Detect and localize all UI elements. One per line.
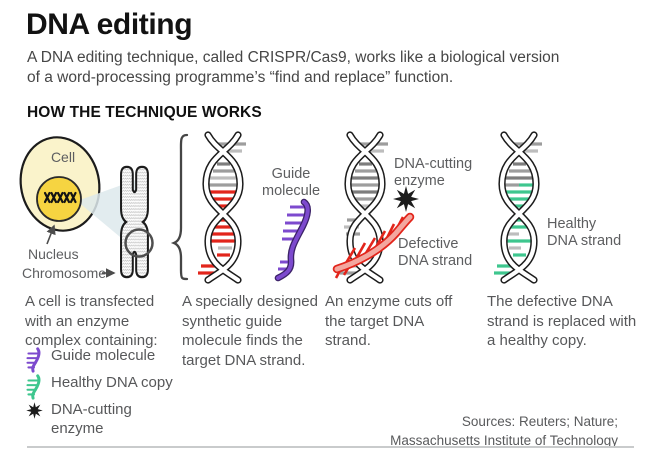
nucleus-chromosomes-icon — [43, 191, 77, 204]
brace — [170, 133, 189, 281]
subtitle-line-2: of a word-processing programme’s “find a… — [27, 69, 454, 87]
chromosome-highlight-circle — [124, 228, 154, 258]
cell-label: Cell — [51, 149, 75, 165]
defective-strand-label: Defective DNA strand — [398, 236, 473, 269]
dna-cutting-enzyme-icon — [25, 401, 45, 420]
legend-item-dna-cutting-enzyme: DNA-cutting enzyme — [25, 401, 173, 439]
dna-helix-repaired — [494, 131, 542, 284]
diagram: Cell Nucleus Chromosome — [0, 130, 662, 292]
cell-diagram: Cell Nucleus Chromosome — [19, 136, 154, 281]
guide-molecule-icon — [25, 347, 45, 373]
guide-molecule — [274, 198, 311, 282]
step-caption-4: The defective DNA strand is replaced wit… — [487, 293, 637, 349]
healthy-dna-icon — [25, 374, 45, 400]
dna-cutting-enzyme-icon — [393, 186, 419, 212]
chromosome-label: Chromosome — [22, 265, 106, 281]
legend-label: Healthy DNA copy — [51, 374, 173, 391]
healthy-strand-label: Healthy DNA strand — [547, 216, 622, 249]
step-caption-3: An enzyme cuts off the target DNA strand… — [325, 293, 453, 349]
helix-strands — [498, 131, 540, 284]
dna-helix-cut — [332, 131, 419, 284]
subtitle-line-1: A DNA editing technique, called CRISPR/C… — [27, 49, 560, 66]
legend: Guide molecule Healthy DNA copy — [25, 347, 173, 440]
step-caption-2: A specially designed synthetic guide mol… — [182, 293, 318, 369]
section-heading: HOW THE TECHNIQUE WORKS — [27, 104, 262, 121]
dna-helix-target — [198, 131, 246, 284]
legend-label: DNA-cutting enzyme — [51, 401, 132, 437]
nucleus-label: Nucleus — [28, 246, 79, 262]
legend-item-healthy-dna: Healthy DNA copy — [25, 374, 173, 400]
helix-strands — [202, 131, 244, 284]
guide-molecule-label: Guide molecule — [261, 166, 321, 199]
sources-line-2: Massachusetts Institute of Technology — [390, 432, 618, 448]
legend-label: Guide molecule — [51, 347, 156, 364]
guide-rungs — [278, 205, 306, 271]
nucleus-arrow — [46, 224, 56, 245]
sources: Sources: Reuters; Nature; Massachusetts … — [390, 413, 618, 451]
bottom-rule — [27, 446, 634, 448]
sources-line-1: Sources: Reuters; Nature; — [461, 414, 618, 429]
dna-cutting-enzyme-label: DNA-cutting enzyme — [394, 156, 473, 189]
subtitle: A DNA editing technique, called CRISPR/C… — [27, 48, 559, 88]
legend-item-guide-molecule: Guide molecule — [25, 347, 173, 373]
defective-strand — [332, 212, 415, 279]
step-caption-1: A cell is transfected with an enzyme com… — [25, 293, 158, 349]
page-title: DNA editing — [26, 8, 193, 41]
